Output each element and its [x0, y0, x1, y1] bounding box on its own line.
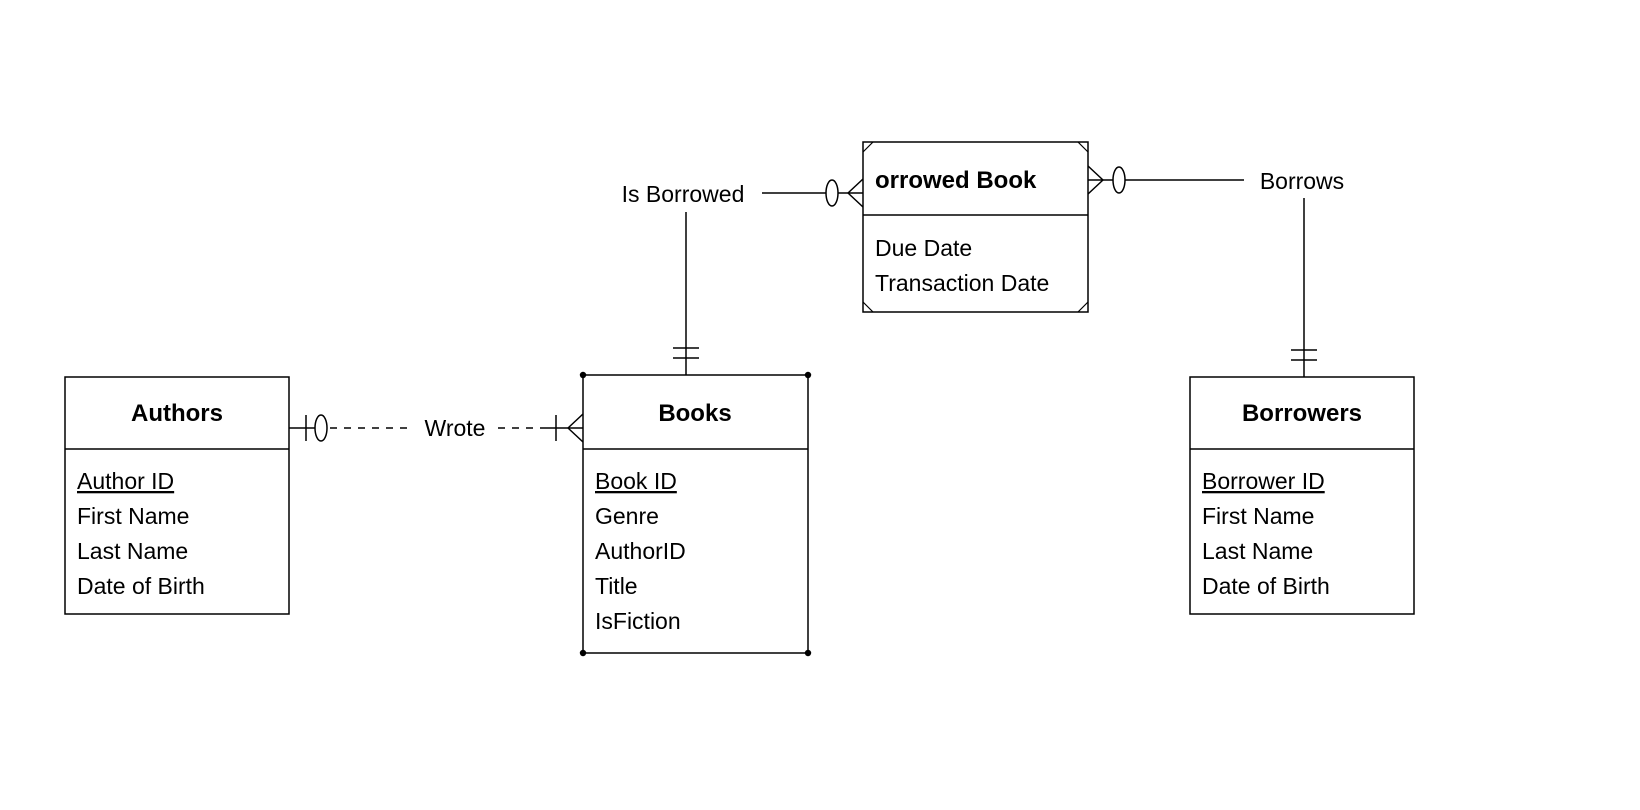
corner-dot	[579, 371, 587, 379]
entity-authors-title: Authors	[131, 400, 223, 427]
cardinality-zero-circle	[825, 179, 839, 207]
entity-books-key: Book ID	[595, 468, 677, 494]
corner-mark	[862, 301, 874, 313]
entity-books[interactable]: Books Book ID Genre AuthorID Title IsFic…	[579, 371, 812, 657]
cardinality-crows-foot	[847, 192, 864, 208]
entity-books-attr: IsFiction	[595, 608, 681, 634]
cardinality-crows-foot	[847, 178, 864, 194]
entity-books-attr: Genre	[595, 503, 659, 529]
relationship-borrows-label: Borrows	[1260, 168, 1344, 194]
entity-borrowed-book-attr: Transaction Date	[875, 270, 1049, 296]
cardinality-crows-foot	[567, 427, 584, 443]
cardinality-crows-foot	[567, 413, 584, 429]
cardinality-crows-foot	[1087, 179, 1104, 195]
entity-borrowers-attr: Last Name	[1202, 538, 1313, 564]
entity-authors-attr: First Name	[77, 503, 189, 529]
relationship-wrote-label: Wrote	[425, 415, 486, 441]
cardinality-zero-circle	[314, 414, 328, 442]
entity-borrowers[interactable]: Borrowers Borrower ID First Name Last Na…	[1189, 376, 1415, 615]
corner-dot	[579, 649, 587, 657]
entity-borrowers-attr: First Name	[1202, 503, 1314, 529]
corner-mark	[1077, 141, 1089, 153]
corner-mark	[1077, 301, 1089, 313]
entity-books-attr: AuthorID	[595, 538, 686, 564]
entity-borrowed-book-attr: Due Date	[875, 235, 972, 261]
entity-borrowed-book-title: orrowed Book	[875, 167, 1037, 194]
relationship-borrows[interactable]: Borrows	[1087, 165, 1344, 377]
relationship-is-borrowed-label: Is Borrowed	[622, 181, 745, 207]
relationship-wrote[interactable]: Wrote	[289, 413, 584, 443]
entity-books-attr: Title	[595, 573, 638, 599]
entity-borrowers-title: Borrowers	[1242, 400, 1362, 427]
entity-authors-key: Author ID	[77, 468, 174, 494]
entity-borrowed-book[interactable]: orrowed Book Due Date Transaction Date	[862, 141, 1089, 313]
entity-books-title: Books	[658, 400, 731, 427]
entity-authors-attr: Date of Birth	[77, 573, 205, 599]
cardinality-zero-circle	[1112, 166, 1126, 194]
entity-authors-attr: Last Name	[77, 538, 188, 564]
relationship-is-borrowed[interactable]: Is Borrowed	[622, 178, 864, 375]
entity-borrowers-attr: Date of Birth	[1202, 573, 1330, 599]
corner-dot	[804, 371, 812, 379]
corner-mark	[862, 141, 874, 153]
corner-dot	[804, 649, 812, 657]
cardinality-crows-foot	[1087, 165, 1104, 181]
entity-authors[interactable]: Authors Author ID First Name Last Name D…	[64, 376, 290, 615]
entity-borrowers-key: Borrower ID	[1202, 468, 1325, 494]
